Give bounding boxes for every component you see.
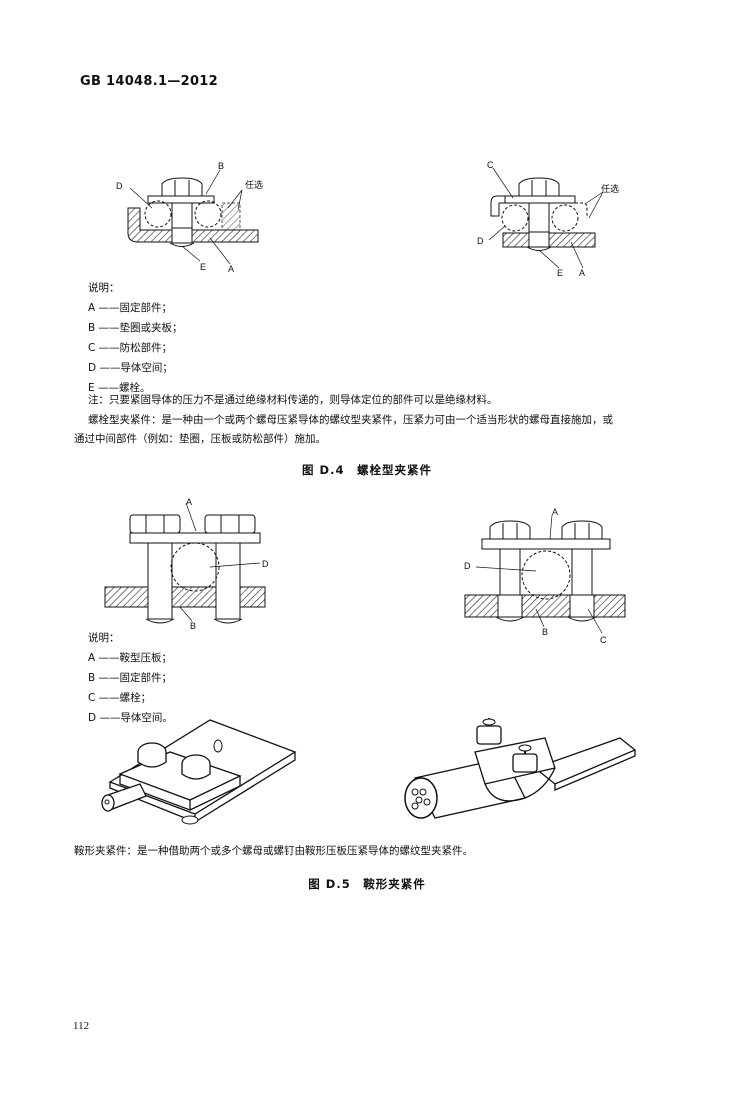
fig-d5-caption: 图 D.5 鞍形夹紧件	[308, 877, 426, 891]
fig-d5-description: 鞍形夹紧件：是一种借助两个或多个螺母或螺钉由鞍形压板压紧导体的螺纹型夹紧件。	[74, 845, 473, 857]
description-line: 螺栓型夹紧件：是一种由一个或两个螺母压紧导体的螺纹型夹紧件，压紧力可由一个适当形…	[88, 414, 613, 426]
legend-item: D ——导体空间；	[88, 362, 173, 374]
legend-item: D ——导体空间。	[88, 712, 173, 724]
fig-d4-description: 螺栓型夹紧件：是一种由一个或两个螺母压紧导体的螺纹型夹紧件，压紧力可由一个适当形…	[88, 411, 688, 430]
fig-d4-right-label-c: C	[487, 160, 494, 170]
fig-d5-right-diagram: A D B C	[464, 507, 626, 645]
fig-d5-left-perspective	[101, 719, 297, 825]
fig-d4-right-diagram: C 任选 D E A	[477, 160, 619, 278]
fig-d4-caption: 图 D.4 螺栓型夹紧件	[302, 463, 432, 477]
fig-d4-right-label-optional: 任选	[601, 183, 619, 195]
legend-title: 说明：	[88, 282, 120, 294]
legend-item: E ——螺栓。	[88, 382, 151, 394]
fig-d4-right-label-a: A	[579, 268, 585, 278]
standard-header: GB 14048.1—2012	[80, 74, 218, 89]
fig-d5-right-label-a: A	[552, 507, 558, 517]
fig-d5-right-perspective	[404, 718, 637, 819]
fig-d5-right-label-d: D	[464, 561, 471, 571]
fig-d5-right-label-b: B	[542, 627, 548, 637]
page-number: 112	[73, 1020, 90, 1032]
fig-d5-left-label-b: B	[190, 621, 196, 631]
fig-d5-right-label-c: C	[600, 635, 607, 645]
fig-d4-legend: 说明： A ——固定部件； B ——垫圈或夹板； C ——防松部件； D ——导…	[88, 278, 183, 398]
fig-d4-right-label-d: D	[477, 236, 484, 246]
legend-item: C ——螺栓；	[88, 692, 152, 704]
fig-d5-legend: 说明： A ——鞍型压板； B ——固定部件； C ——螺栓； D ——导体空间…	[88, 628, 173, 728]
fig-d4-right-label-e: E	[557, 268, 563, 278]
fig-d4-left-label-b: B	[218, 161, 224, 171]
legend-item: B ——垫圈或夹板；	[88, 322, 183, 334]
fig-d4-left-diagram: D B 任选 E A	[116, 161, 263, 274]
legend-item: B ——固定部件；	[88, 672, 173, 684]
legend-item: A ——鞍型压板；	[88, 652, 173, 664]
legend-item: C ——防松部件；	[88, 342, 173, 354]
fig-d4-left-label-e: E	[200, 262, 206, 272]
fig-d4-left-label-optional: 任选	[245, 179, 263, 191]
fig-d5-left-label-d: D	[262, 559, 269, 569]
fig-d4-left-label-a: A	[228, 264, 234, 274]
fig-d4-left-label-d: D	[116, 181, 123, 191]
legend-title: 说明：	[88, 632, 120, 644]
fig-d4-description-cont: 通过中间部件（例如：垫圈，压板或防松部件）施加。	[74, 430, 694, 449]
fig-d4-note: 注：只要紧固导体的压力不是通过绝缘材料传递的，则导体定位的部件可以是绝缘材料。	[88, 394, 498, 406]
fig-d5-left-label-a: A	[186, 497, 192, 507]
description-line: 通过中间部件（例如：垫圈，压板或防松部件）施加。	[74, 433, 326, 445]
fig-d5-left-diagram: A D B	[104, 497, 269, 631]
legend-item: A ——固定部件；	[88, 302, 173, 314]
